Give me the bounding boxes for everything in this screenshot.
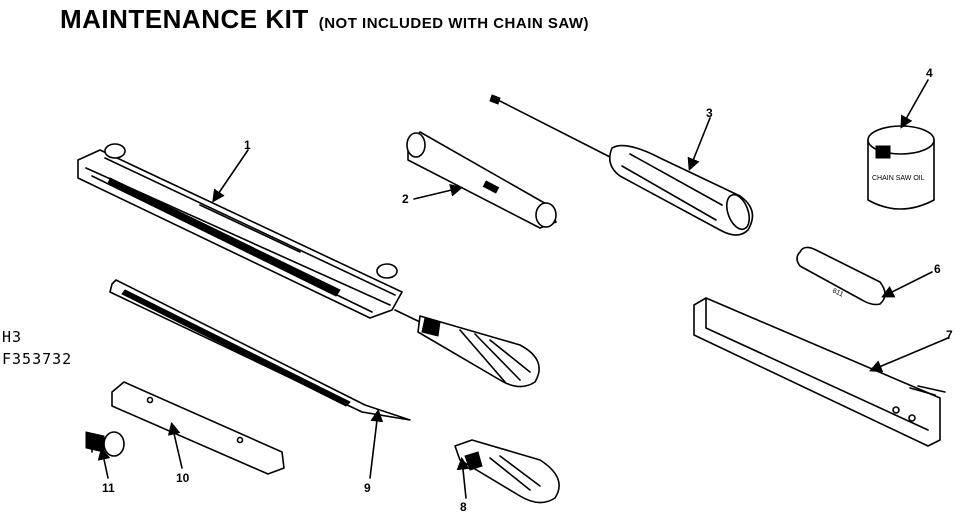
part-number-10: 10 (176, 471, 190, 485)
depth-gauge-part (693, 297, 946, 447)
file-guide-part (77, 143, 540, 388)
part-number-7: 7 (946, 328, 953, 342)
combination-wrench-part (406, 131, 557, 229)
leader-11 (97, 446, 111, 479)
leader-7 (869, 337, 949, 373)
stick-part: 611 (796, 246, 886, 306)
part-number-3: 3 (706, 106, 713, 120)
guide-bar-part (111, 381, 285, 475)
leader-8 (456, 456, 470, 499)
drawing-code-1: H3 (2, 328, 23, 346)
part-number-11: 11 (102, 481, 115, 495)
part-number-2: 2 (402, 192, 409, 206)
leader-10 (167, 421, 183, 469)
part-number-6: 6 (934, 262, 941, 276)
part-number-1: 1 (244, 138, 251, 152)
round-file-part (109, 279, 411, 421)
leader-9 (369, 408, 384, 479)
title-subtitle: (NOT INCLUDED WITH CHAIN SAW) (318, 15, 590, 32)
leader-3 (687, 117, 711, 171)
file-handle-part (454, 439, 560, 504)
leader-6 (881, 271, 933, 298)
part-number-9: 9 (364, 481, 371, 495)
leader-2 (413, 184, 464, 200)
page-title: MAINTENANCE KIT (NOT INCLUDED WITH CHAIN … (60, 4, 589, 35)
screw-part (85, 431, 125, 457)
can-label: CHAIN SAW OIL (872, 175, 925, 182)
screwdriver-part (489, 94, 754, 236)
title-main: MAINTENANCE KIT (60, 4, 309, 34)
leader-4 (900, 79, 929, 129)
stick-label: 611 (831, 287, 844, 298)
part-number-4: 4 (926, 66, 933, 80)
oil-can-part: CHAIN SAW OIL (867, 125, 935, 210)
part-number-8: 8 (460, 500, 467, 514)
leader-1 (212, 149, 249, 203)
drawing-code-2: F353732 (2, 350, 73, 368)
